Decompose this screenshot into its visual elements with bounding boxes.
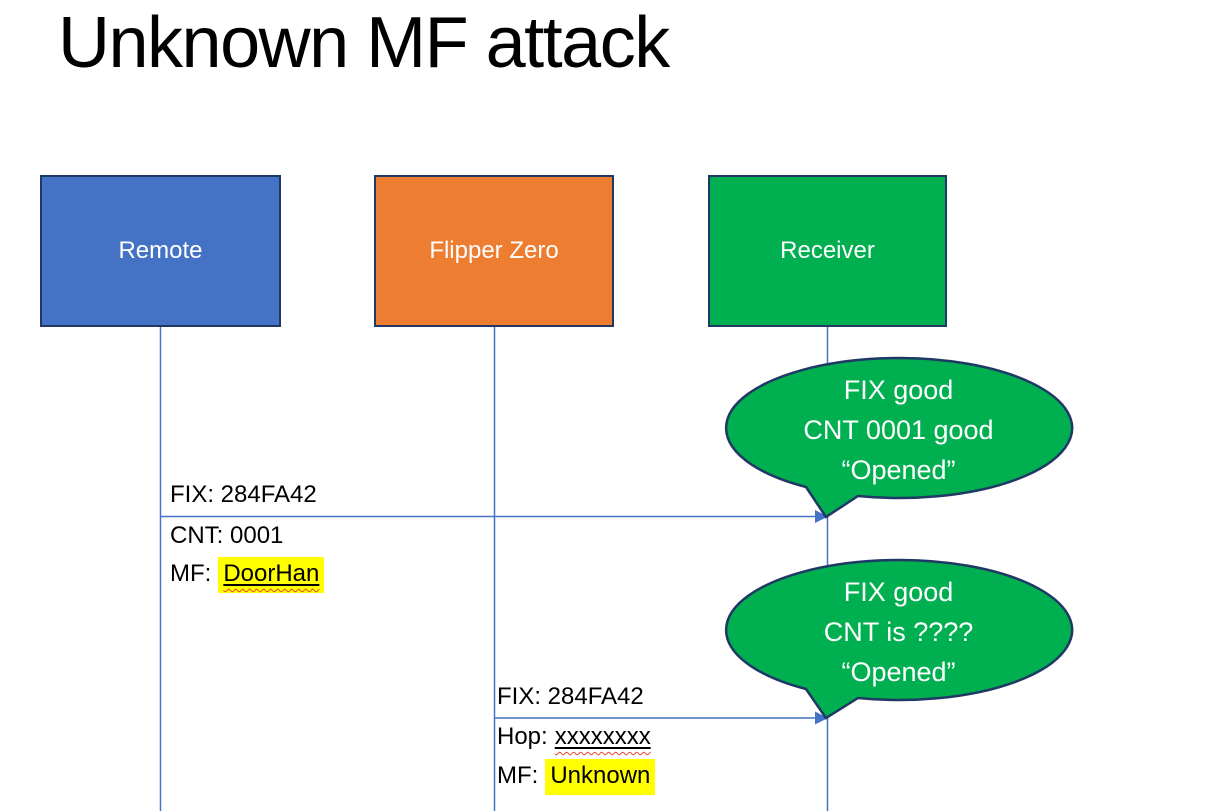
callout-2-line-1: FIX good [843,577,954,607]
message-1-mf-value: DoorHan [223,560,320,587]
callout-2-line-3: “Opened” [841,657,956,687]
actor-label-receiver: Receiver [780,237,875,264]
actor-label-flipper-zero: Flipper Zero [429,237,559,264]
message-2-mf-highlight: Unknown [545,759,656,795]
message-2-hop-label: Hop: xxxxxxxx [497,721,651,753]
slide-title: Unknown MF attack [58,3,670,83]
message-2-mf-value: Unknown [550,762,651,789]
actor-label-remote: Remote [118,237,203,264]
callout-bubble-1 [724,356,1074,519]
message-2-mf-prefix: MF: [497,762,539,789]
arrowhead-message-1 [815,510,828,523]
actor-box-flipper-zero: Flipper Zero [374,175,614,327]
message-2-hop-value: xxxxxxxx [554,723,651,750]
message-2-fix-label: FIX: 284FA42 [497,683,644,710]
message-1-fix-label: FIX: 284FA42 [170,481,317,508]
message-1-mf-prefix: MF: [170,560,212,587]
message-2-hop-prefix: Hop: [497,723,548,750]
callout-2-text: FIX good CNT is ???? “Opened” [725,572,1072,692]
arrowhead-message-2 [815,711,828,725]
callout-bubble-2 [724,558,1074,720]
message-2-mf-label: MF: Unknown [497,759,656,795]
callout-2-line-2: CNT is ???? [823,617,974,647]
message-1-cnt-label: CNT: 0001 [170,522,284,549]
callout-1-line-2: CNT 0001 good [803,415,994,445]
actor-box-remote: Remote [40,175,281,327]
callout-1-text: FIX good CNT 0001 good “Opened” [725,370,1072,490]
message-1-mf-highlight: DoorHan [218,557,325,593]
message-2-hop-misspelled: xxxxxxxx [555,723,651,750]
callout-1-line-1: FIX good [843,375,954,405]
actor-box-receiver: Receiver [708,175,947,327]
message-1-mf-label: MF: DoorHan [170,557,325,593]
callout-1-line-3: “Opened” [841,455,956,485]
